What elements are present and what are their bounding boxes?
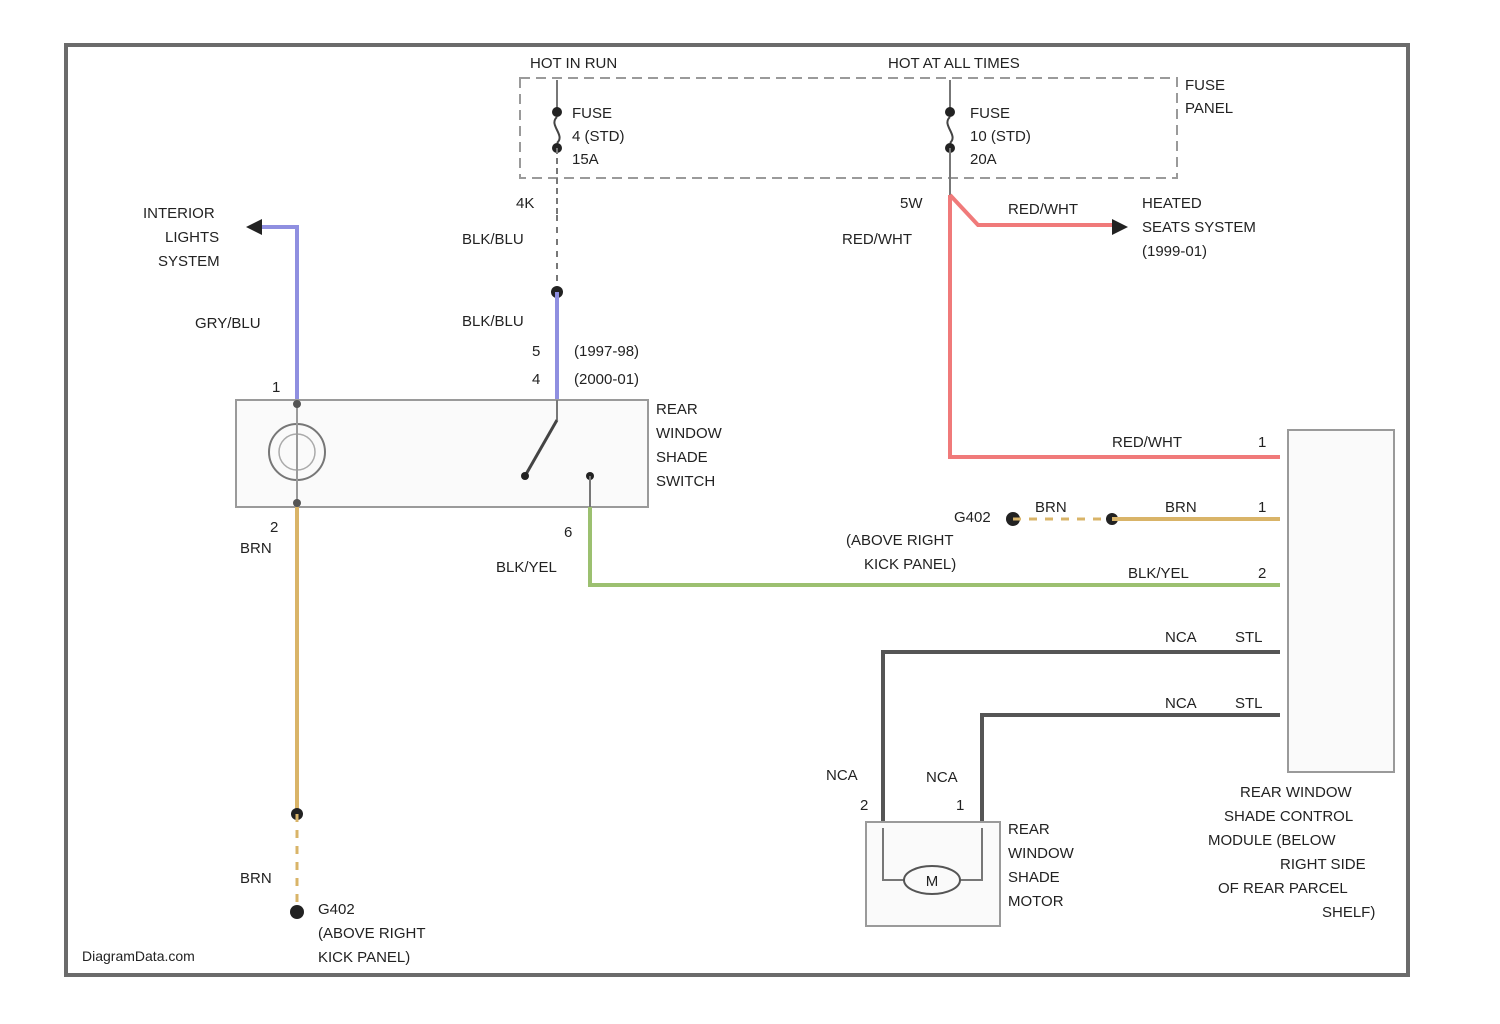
wire-label-brn-g402-1: BRN	[1035, 499, 1067, 516]
pin-5-label: 5	[532, 343, 540, 360]
motor-label-3: SHADE	[1008, 869, 1060, 886]
heated-seats-label-3: (1999-01)	[1142, 243, 1207, 260]
terminal-5w-label: 5W	[900, 195, 923, 212]
wire-label-gry-blu: GRY/BLU	[195, 315, 261, 332]
fuse-a-top-node	[552, 107, 562, 117]
pin-5-note: (1997-98)	[574, 343, 639, 360]
switch-label-4: SWITCH	[656, 473, 715, 490]
motor-label-1: REAR	[1008, 821, 1050, 838]
motor-label-4: MOTOR	[1008, 893, 1064, 910]
diagram-frame	[66, 45, 1408, 975]
motor-label-2: WINDOW	[1008, 845, 1075, 862]
wire-nca-2	[982, 715, 1280, 822]
module-label-4: RIGHT SIDE	[1280, 856, 1366, 873]
fuse-a-label-2: 4 (STD)	[572, 128, 625, 145]
switch-pin-6: 6	[564, 524, 572, 541]
ground-right-label-2: (ABOVE RIGHT	[846, 532, 954, 549]
switch-lamp-top-node	[293, 400, 301, 408]
switch-label-3: SHADE	[656, 449, 708, 466]
wire-label-red-wht-left: RED/WHT	[842, 231, 912, 248]
wire-label-nca-1: NCA	[1165, 629, 1197, 646]
motor-symbol-text: M	[926, 873, 939, 890]
heated-seats-arrow	[1112, 219, 1128, 235]
interior-lights-label-1: INTERIOR	[143, 205, 215, 222]
ground-left-node	[290, 905, 304, 919]
fuse-panel-label-1: FUSE	[1185, 77, 1225, 94]
ground-left-label-1: G402	[318, 901, 355, 918]
fuse-a-symbol	[554, 117, 559, 143]
interior-lights-label-2: LIGHTS	[165, 229, 219, 246]
hot-at-all-times-label: HOT AT ALL TIMES	[888, 55, 1020, 72]
module-pin-a: 1	[1258, 434, 1266, 451]
wire-label-nca-2: NCA	[1165, 695, 1197, 712]
fuse-b-top-node	[945, 107, 955, 117]
fuse-b-label-2: 10 (STD)	[970, 128, 1031, 145]
ground-right-label-3: KICK PANEL)	[864, 556, 956, 573]
pin-4-label: 4	[532, 371, 540, 388]
wire-label-stl-1: STL	[1235, 629, 1263, 646]
module-label-1: REAR WINDOW	[1240, 784, 1353, 801]
heated-seats-label-1: HEATED	[1142, 195, 1202, 212]
module-label-3: MODULE (BELOW	[1208, 832, 1336, 849]
wire-label-red-wht-right: RED/WHT	[1112, 434, 1182, 451]
switch-lamp-bottom-node	[293, 499, 301, 507]
module-label-2: SHADE CONTROL	[1224, 808, 1353, 825]
wire-label-blk-blu-2: BLK/BLU	[462, 313, 524, 330]
motor-pin-1: 1	[956, 797, 964, 814]
switch-label-1: REAR	[656, 401, 698, 418]
fuse-panel-label-2: PANEL	[1185, 100, 1233, 117]
fuse-a-label-3: 15A	[572, 151, 599, 168]
wire-gry-blu	[262, 227, 297, 400]
ground-right-label-1: G402	[954, 509, 991, 526]
wire-label-red-wht-top: RED/WHT	[1008, 201, 1078, 218]
switch-contact-node-a	[521, 472, 529, 480]
fuse-b-label-1: FUSE	[970, 105, 1010, 122]
wire-label-stl-2: STL	[1235, 695, 1263, 712]
wire-nca-1	[883, 652, 1280, 822]
heated-seats-label-2: SEATS SYSTEM	[1142, 219, 1256, 236]
watermark: DiagramData.com	[82, 948, 195, 964]
wire-label-nca-3: NCA	[826, 767, 858, 784]
wire-label-blk-yel-right: BLK/YEL	[1128, 565, 1189, 582]
module-label-5: OF REAR PARCEL	[1218, 880, 1348, 897]
switch-label-2: WINDOW	[656, 425, 723, 442]
terminal-4k-label: 4K	[516, 195, 534, 212]
wire-label-brn: BRN	[240, 540, 272, 557]
fuse-b-symbol	[947, 117, 952, 143]
fuse-b-label-3: 20A	[970, 151, 997, 168]
interior-lights-label-3: SYSTEM	[158, 253, 220, 270]
ground-left-label-2: (ABOVE RIGHT	[318, 925, 426, 942]
motor-pin-2: 2	[860, 797, 868, 814]
module-pin-b: 1	[1258, 499, 1266, 516]
wire-label-blk-yel: BLK/YEL	[496, 559, 557, 576]
hot-in-run-label: HOT IN RUN	[530, 55, 617, 72]
wire-label-blk-blu-1: BLK/BLU	[462, 231, 524, 248]
shade-control-module	[1288, 430, 1394, 772]
ground-left-label-3: KICK PANEL)	[318, 949, 410, 966]
module-pin-c: 2	[1258, 565, 1266, 582]
wire-label-nca-4: NCA	[926, 769, 958, 786]
switch-pin-2: 2	[270, 519, 278, 536]
wire-label-brn-g402-2: BRN	[1165, 499, 1197, 516]
interior-lights-arrow	[246, 219, 262, 235]
pin-4-note: (2000-01)	[574, 371, 639, 388]
module-label-6: SHELF)	[1322, 904, 1375, 921]
fuse-a-label-1: FUSE	[572, 105, 612, 122]
wire-label-brn-bottom: BRN	[240, 870, 272, 887]
switch-pin-1: 1	[272, 379, 280, 396]
